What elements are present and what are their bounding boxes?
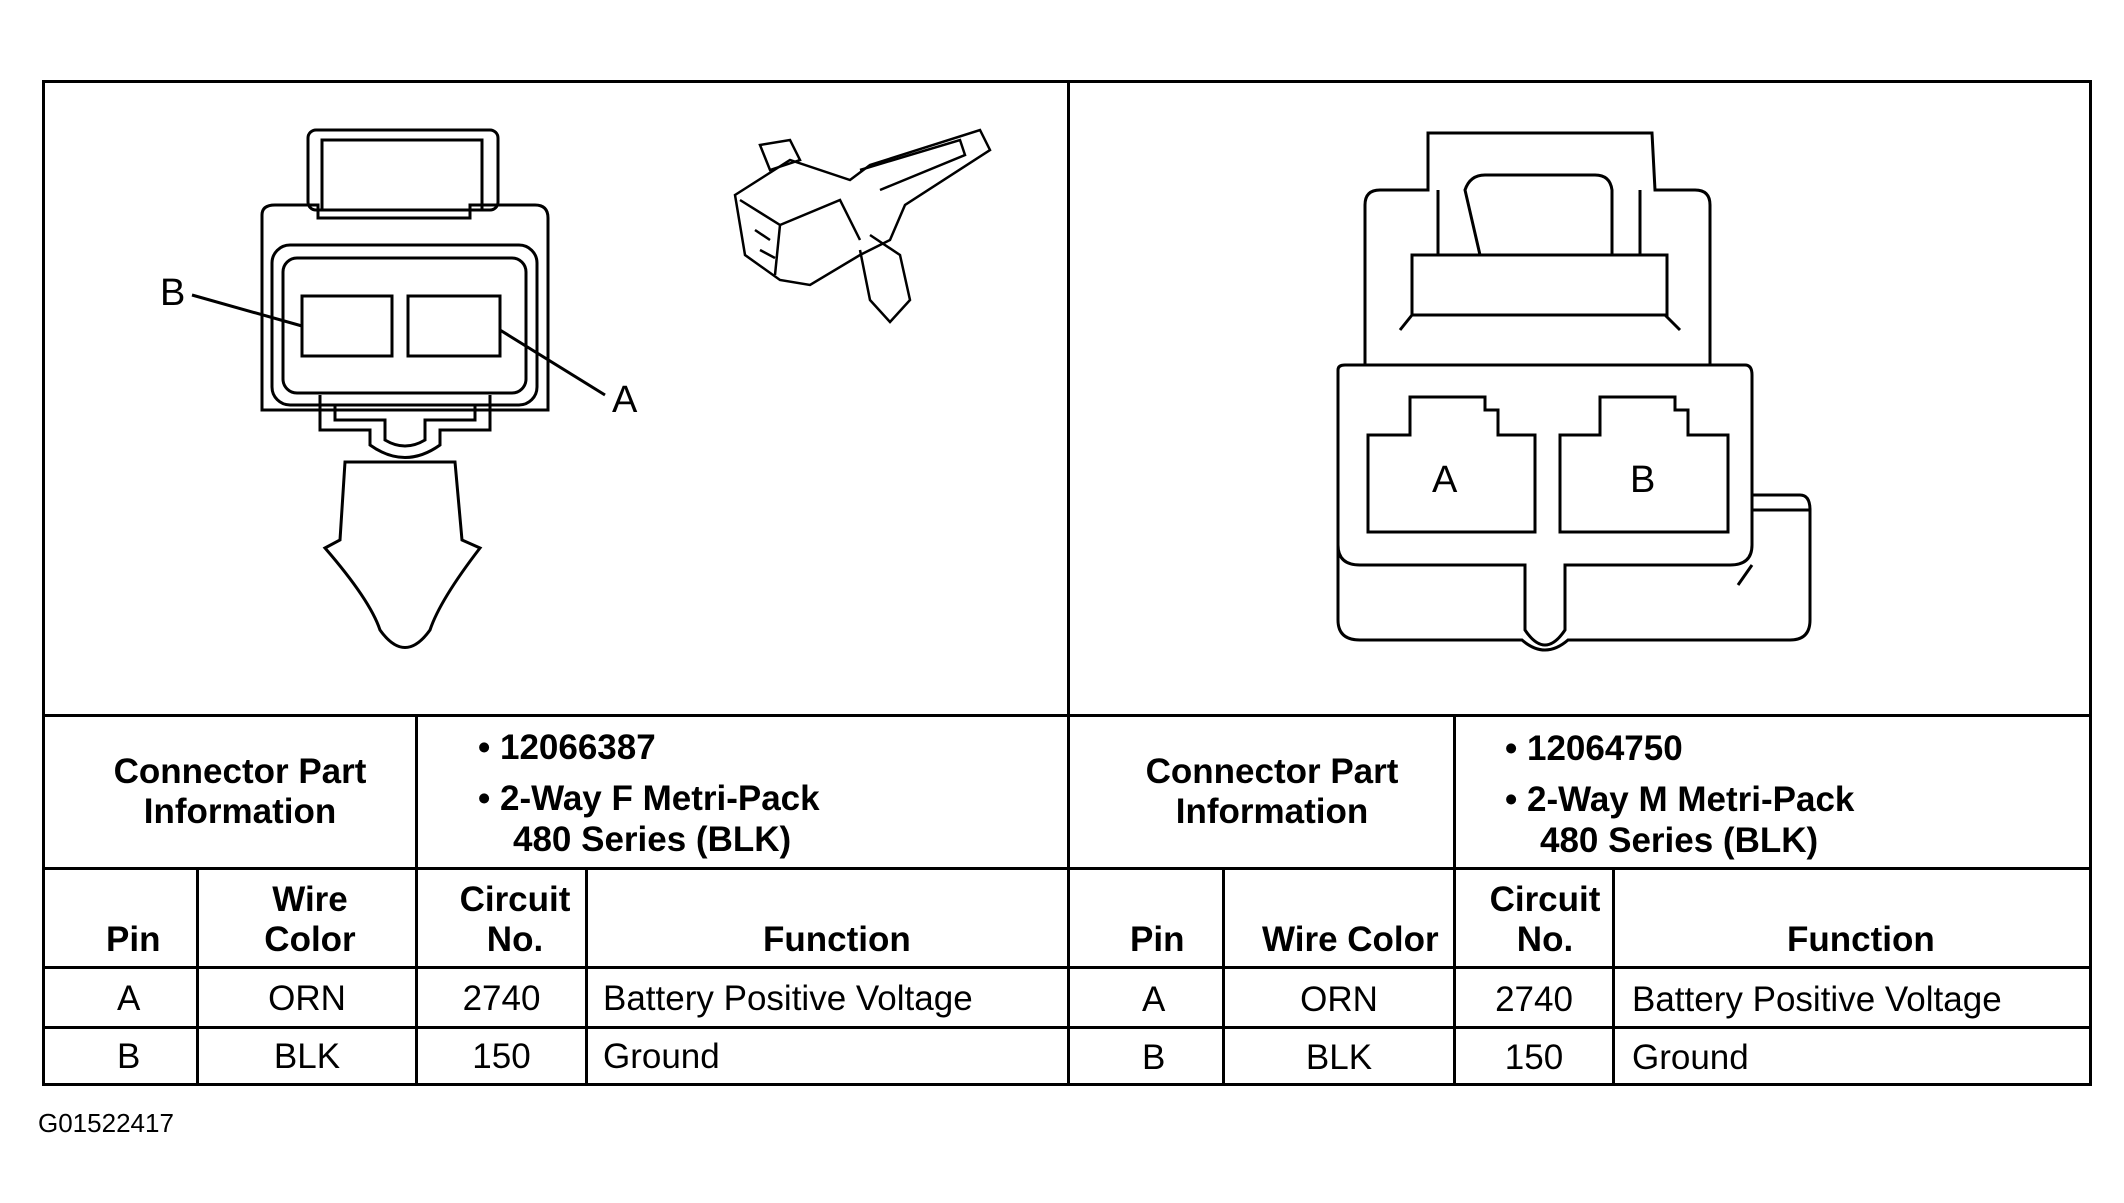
left-header-wire-color: Wire Color [264, 880, 356, 959]
left-row-a-circuit: 2740 [462, 979, 541, 1018]
right-connector-face-drawing [1336, 131, 1812, 652]
right-description-line1-value: 2-Way M Metri-Pack [1526, 780, 1855, 819]
left-connector-isometric-drawing [733, 128, 992, 324]
left-part-info-label: Connector Part Information [113, 752, 367, 831]
right-row-b-function: Ground [1632, 1038, 1749, 1077]
right-row-a-wire: ORN [1300, 980, 1378, 1019]
right-pin-col-divider [1222, 867, 1225, 1086]
left-drawing-label-b: B [160, 272, 185, 314]
left-circuit-col-divider [585, 867, 588, 1086]
right-part-number-value: 12064750 [1526, 729, 1683, 768]
left-description-line1: • 2-Way F Metri-Pack [478, 779, 820, 818]
left-description-line2: 480 Series (BLK) [513, 820, 792, 859]
right-description-line1: • 2-Way M Metri-Pack [1505, 780, 1855, 819]
right-drawing-label-a: A [1432, 459, 1458, 501]
left-header-function: Function [763, 920, 911, 959]
left-part-number-value: 12066387 [499, 728, 656, 767]
right-part-info-divider [1453, 714, 1456, 1086]
right-row-b-pin: B [1142, 1038, 1166, 1077]
left-description-line1-value: 2-Way F Metri-Pack [499, 779, 820, 818]
part-info-bottom-line [42, 867, 2092, 870]
right-header-pin: Pin [1130, 920, 1185, 959]
left-row-a-wire: ORN [268, 979, 346, 1018]
left-row-b-pin: B [117, 1037, 141, 1076]
right-row-b-circuit: 150 [1504, 1038, 1564, 1077]
left-part-number: • 12066387 [478, 728, 656, 767]
left-row-a-function: Battery Positive Voltage [603, 979, 973, 1018]
left-part-info-divider [415, 714, 418, 1086]
right-row-b-wire: BLK [1305, 1038, 1373, 1077]
drawing-bottom-line [42, 714, 2092, 717]
right-part-number: • 12064750 [1505, 729, 1683, 768]
left-row-b-circuit: 150 [472, 1037, 531, 1076]
right-part-info-label: Connector Part Information [1145, 752, 1399, 831]
right-drawing-label-b: B [1630, 459, 1655, 501]
right-header-wire-color: Wire Color [1262, 920, 1439, 959]
left-row-a-pin: A [117, 979, 141, 1018]
right-row-a-circuit: 2740 [1495, 980, 1573, 1019]
left-row-b-function: Ground [603, 1037, 720, 1076]
right-row-a-pin: A [1142, 980, 1166, 1019]
left-header-circuit: Circuit No. [459, 880, 571, 959]
figure-reference: G01522417 [38, 1108, 174, 1138]
row-a-bottom-line [42, 1026, 2092, 1029]
center-divider [1067, 80, 1070, 1086]
right-row-a-function: Battery Positive Voltage [1632, 980, 2002, 1019]
header-bottom-line [42, 966, 2092, 969]
left-drawing-label-a: A [612, 379, 638, 421]
right-description-line2: 480 Series (BLK) [1540, 821, 1819, 860]
left-connector-face-drawing [191, 128, 606, 649]
right-circuit-col-divider [1612, 867, 1615, 1086]
left-row-b-wire: BLK [273, 1037, 341, 1076]
left-header-pin: Pin [106, 920, 161, 959]
right-header-function: Function [1787, 920, 1935, 959]
left-pin-col-divider [196, 867, 199, 1086]
right-header-circuit: Circuit No. [1489, 880, 1601, 959]
